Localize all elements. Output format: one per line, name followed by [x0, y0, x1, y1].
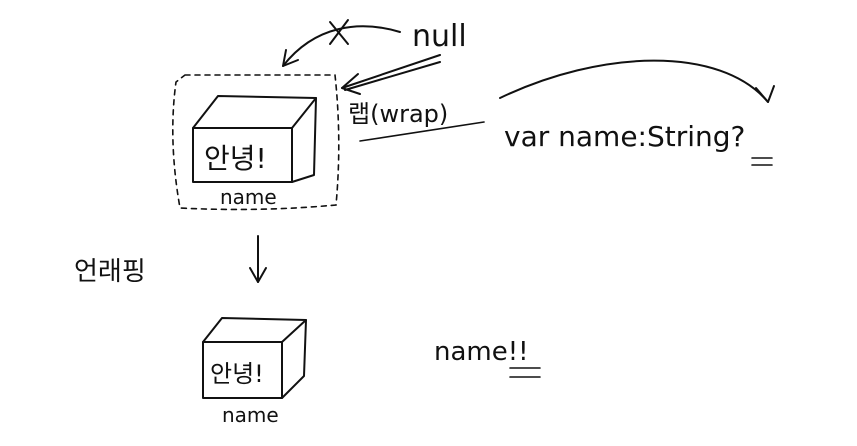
- question-mark-double-underline: [751, 157, 773, 166]
- null-crossed-arrow-head: [282, 49, 299, 67]
- wrap-label: 랩(wrap): [348, 100, 448, 128]
- cross-mark-icon: [329, 19, 349, 45]
- top-box-caption: name: [220, 185, 277, 209]
- unwrap-down-arrow-head: [249, 267, 267, 283]
- null-label: null: [412, 19, 467, 54]
- optional-declaration: var name:String?: [504, 120, 745, 153]
- declaration-curved-arrow: [499, 59, 769, 103]
- force-unwrap-double-underline: [509, 367, 541, 378]
- wrap-underline: [359, 121, 485, 142]
- force-unwrap-expression: name!!: [434, 337, 529, 367]
- null-assign-arrow-second-stroke: [344, 61, 441, 91]
- null-assign-arrow: [341, 54, 441, 89]
- declaration-curved-arrow-head: [755, 85, 775, 103]
- unwrap-label: 언래핑: [74, 257, 146, 287]
- top-box-top: [192, 95, 317, 129]
- null-assign-arrow-head: [341, 73, 361, 95]
- top-box-side: [291, 97, 317, 183]
- top-box-content: 안녕!: [204, 142, 267, 175]
- null-crossed-arrow: [282, 25, 401, 67]
- bottom-box-content: 안녕!: [210, 360, 264, 388]
- optional-wrapper-dashed-outline: [172, 74, 340, 211]
- bottom-box-top: [202, 317, 307, 343]
- bottom-box-side: [281, 319, 307, 399]
- bottom-box-caption: name: [222, 403, 279, 427]
